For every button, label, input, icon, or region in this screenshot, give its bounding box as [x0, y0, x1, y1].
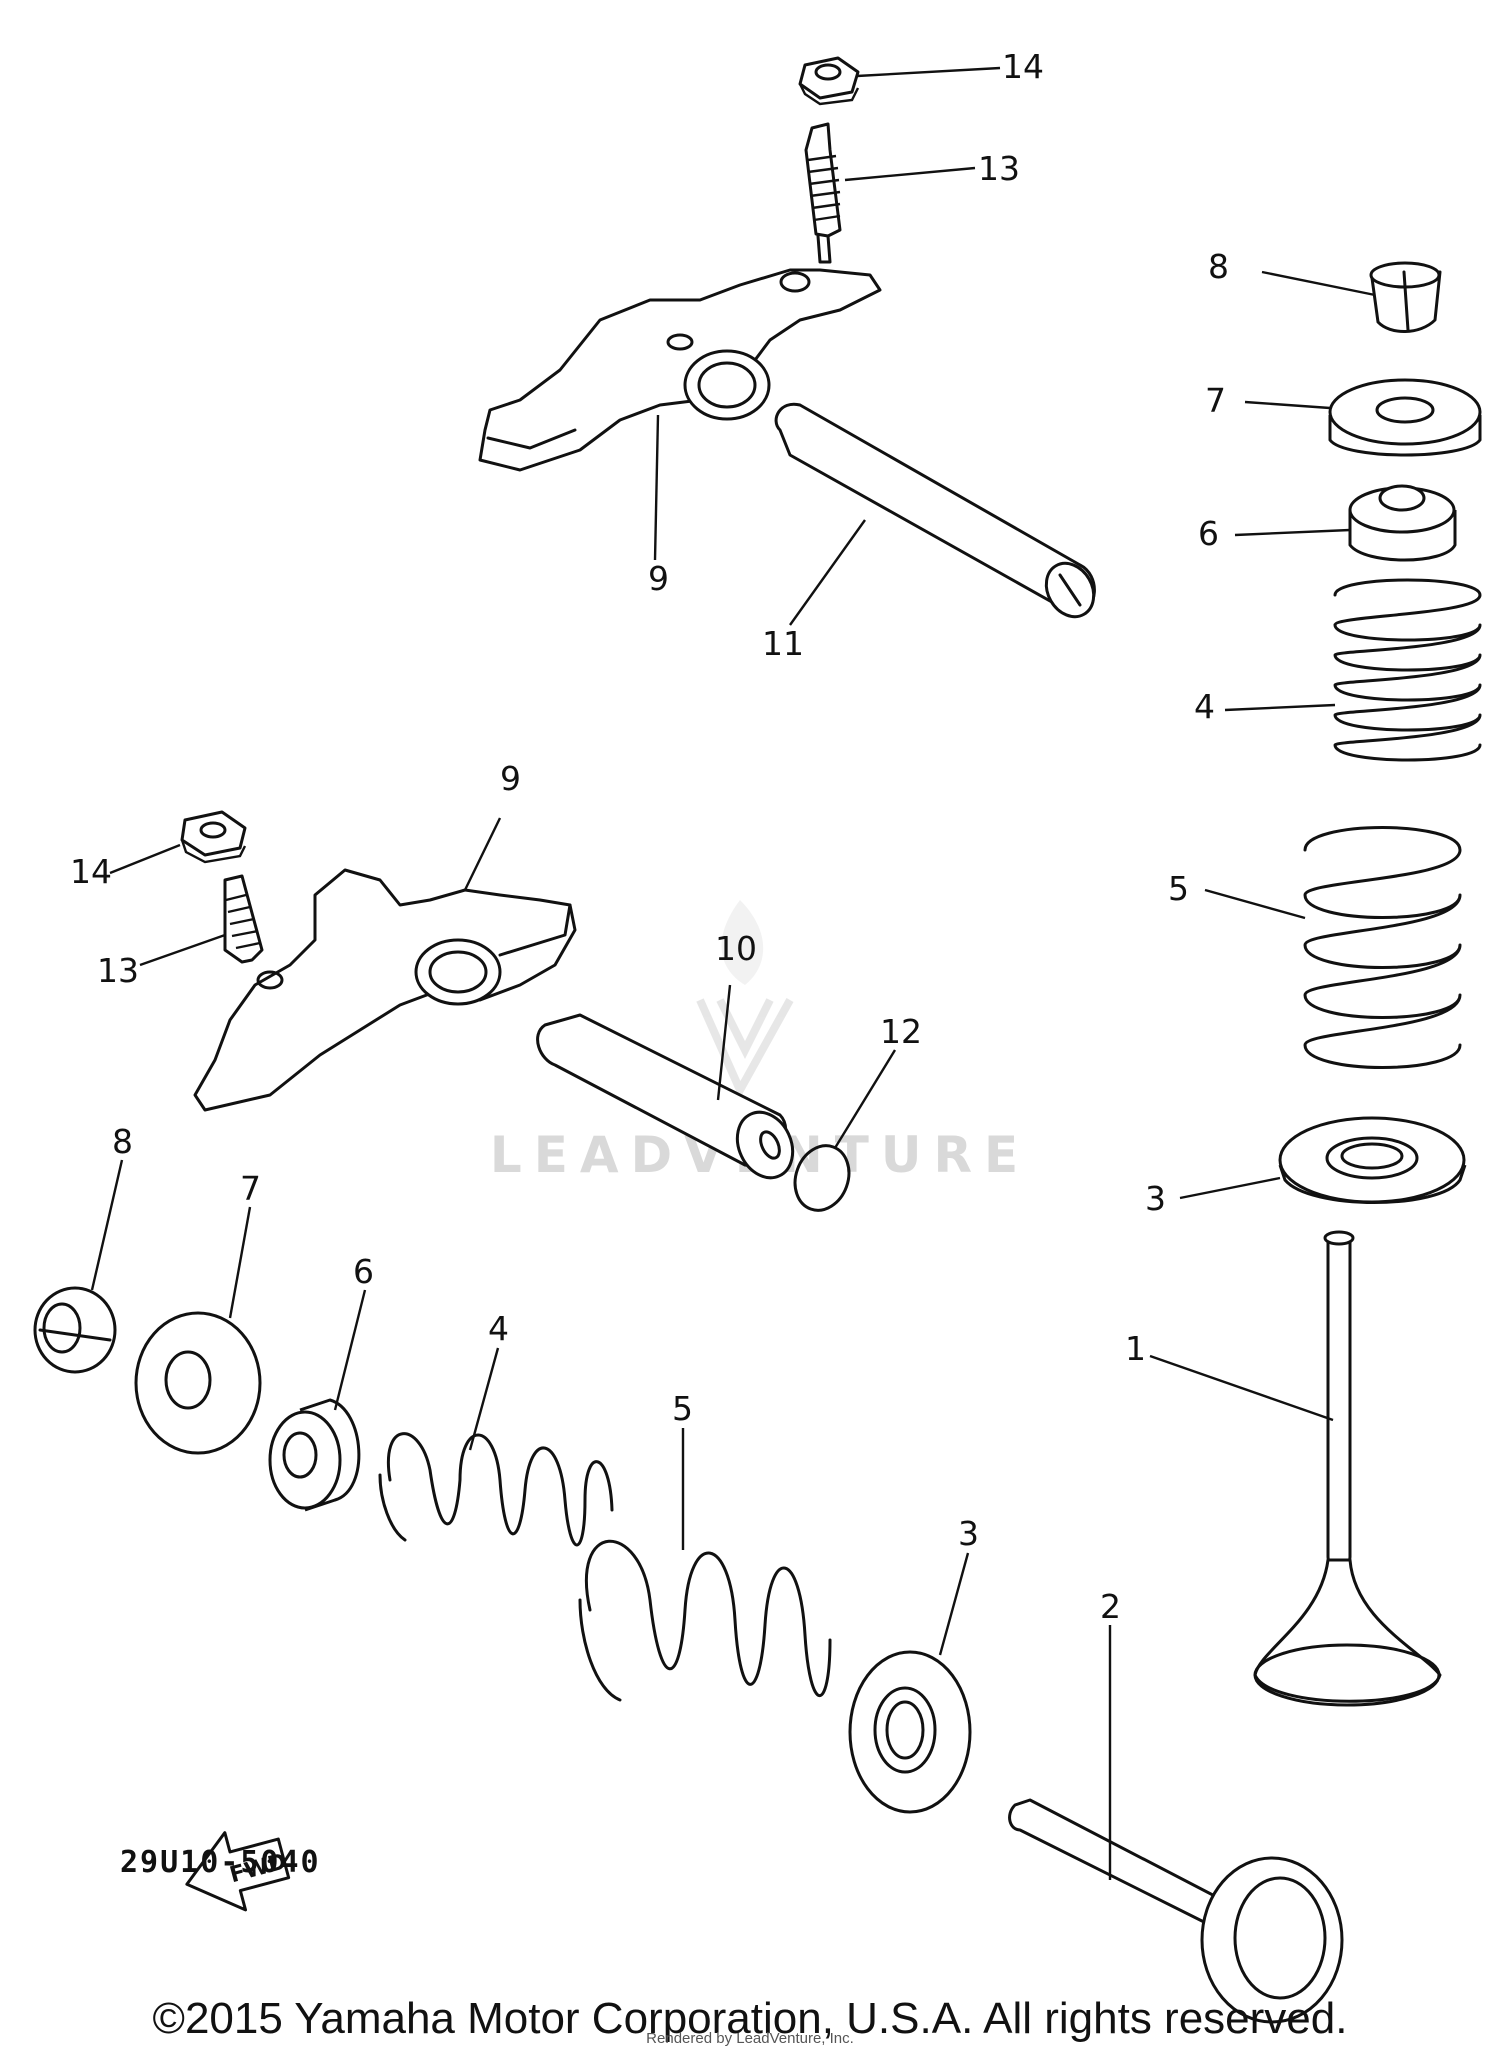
callout-9: 9: [648, 559, 669, 598]
hex-nut-lower-icon: [180, 810, 247, 864]
valve-stem-seal-lower-icon: [268, 1398, 361, 1512]
outer-spring-lower-icon: [578, 1539, 832, 1702]
adjusting-screw-lower-icon: [223, 874, 264, 964]
callout-7: 7: [240, 1169, 261, 1208]
callout-5: 5: [672, 1389, 693, 1428]
fwd-arrow-icon: FWD: [185, 1831, 291, 1912]
callout-14: 14: [1002, 47, 1044, 86]
rocker-arm-upper-icon: [478, 268, 882, 472]
callout-4: 4: [488, 1309, 509, 1348]
exhaust-valve-icon: [1253, 1230, 1442, 1707]
intake-valve-icon: [1008, 1798, 1344, 2024]
adjusting-screw-upper-icon: [804, 122, 842, 264]
spring-retainer-right-icon: [1328, 378, 1482, 457]
outer-spring-right-icon: [1303, 826, 1462, 1069]
callout-7: 7: [1205, 381, 1226, 420]
spring-retainer-lower-icon: [134, 1311, 262, 1455]
valve-cotter-right-icon: [1369, 261, 1442, 333]
spring-seat-lower-icon: [848, 1650, 972, 1814]
callout-14: 14: [70, 852, 112, 891]
callout-11: 11: [762, 624, 804, 663]
spring-seat-right-icon: [1278, 1116, 1467, 1204]
rocker-arm-lower-icon: [193, 868, 577, 1112]
callout-1: 1: [1125, 1329, 1146, 1368]
o-ring-icon: [793, 1144, 851, 1212]
rocker-shaft-lower-icon: [536, 1013, 795, 1180]
inner-spring-right-icon: [1333, 578, 1482, 762]
inner-spring-lower-icon: [378, 1432, 614, 1547]
callout-3: 3: [958, 1514, 979, 1553]
callout-12: 12: [880, 1012, 922, 1051]
callout-13: 13: [978, 149, 1020, 188]
callout-8: 8: [112, 1122, 133, 1161]
callout-4: 4: [1194, 687, 1215, 726]
callout-6: 6: [1198, 514, 1219, 553]
copyright-notice: ©2015 Yamaha Motor Corporation, U.S.A. A…: [152, 1994, 1348, 2043]
callout-5: 5: [1168, 869, 1189, 908]
callout-6: 6: [353, 1252, 374, 1291]
valve-cotter-lower-icon: [33, 1286, 117, 1374]
rendered-by-note: Rendered by LeadVenture, Inc.: [646, 2030, 854, 2047]
callout-3: 3: [1145, 1179, 1166, 1218]
leader-lines: [90, 66, 1376, 1880]
callout-10: 10: [715, 929, 757, 968]
hex-nut-upper-icon: [798, 56, 860, 106]
callout-13: 13: [97, 951, 139, 990]
rocker-shaft-upper-icon: [774, 402, 1096, 619]
callout-9: 9: [500, 759, 521, 798]
part-code: 29U10-5040: [120, 1845, 321, 1880]
watermark-logo-icon: [696, 900, 794, 1099]
valve-stem-seal-right-icon: [1348, 484, 1457, 562]
callout-2: 2: [1100, 1587, 1121, 1626]
callout-8: 8: [1208, 247, 1229, 286]
